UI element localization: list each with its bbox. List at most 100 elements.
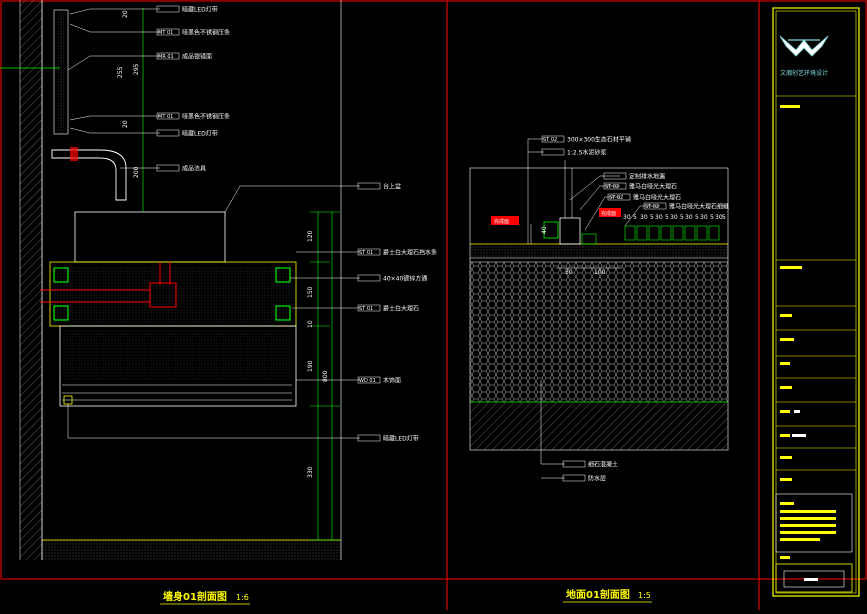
drawing-scale: 1:6 bbox=[236, 593, 249, 602]
drawing-scale: 1:5 bbox=[638, 591, 651, 600]
svg-text:5: 5 bbox=[695, 214, 699, 221]
svg-text:5: 5 bbox=[710, 214, 714, 221]
wall-hatch bbox=[20, 0, 42, 560]
dim-label: 800 bbox=[322, 370, 329, 382]
callout-text: 防水层 bbox=[588, 475, 606, 483]
callout: ST 02 雅马白哑光大理石细缝 bbox=[643, 203, 729, 211]
callout-text: 雅马白哑光大理石 bbox=[633, 194, 681, 202]
svg-text:完成面: 完成面 bbox=[601, 210, 616, 217]
dim-label: 200 bbox=[133, 166, 140, 178]
svg-text:30: 30 bbox=[715, 214, 723, 221]
dim-label: 120 bbox=[307, 230, 314, 242]
callout-text: 300×300生态石材平铺 bbox=[567, 136, 631, 144]
callout: 暗藏LED灯带 bbox=[156, 130, 218, 138]
callout-text: 暗藏LED灯带 bbox=[182, 6, 218, 14]
callout-text: 1:2.5水泥砂浆 bbox=[567, 149, 606, 157]
callout: MT 01 哑黑色不锈钢压条 bbox=[156, 29, 230, 37]
callout-text: 哑黑色不锈钢压条 bbox=[182, 29, 230, 37]
callout: 暗藏LED灯带 bbox=[156, 6, 218, 14]
callout: ST 02 雅马白哑光大理石 bbox=[603, 183, 677, 191]
svg-text:30: 30 bbox=[670, 214, 678, 221]
callout-text: 哑黑色不锈钢压条 bbox=[182, 113, 230, 121]
title-block: 文瀚创艺环境设计 bbox=[772, 7, 860, 597]
svg-text:30: 30 bbox=[655, 214, 663, 221]
callout: WD 01 木饰面 bbox=[357, 377, 401, 385]
callout: ST 01 爵士白大理石 bbox=[357, 305, 419, 313]
svg-text:30: 30 bbox=[700, 214, 708, 221]
callout: 40×40镀锌方通 bbox=[357, 275, 427, 283]
dim-label: 255 bbox=[117, 66, 124, 78]
svg-text:30: 30 bbox=[685, 214, 693, 221]
callout: ST 02 300×300生态石材平铺 bbox=[541, 136, 631, 144]
callout-text: 台上盆 bbox=[383, 183, 401, 191]
callout-text: 40×40镀锌方通 bbox=[383, 275, 427, 283]
floor-callout-list: ST 02 300×300生态石材平铺 1:2.5水泥砂浆 定制排水地漏 ST … bbox=[541, 136, 729, 483]
svg-text:MT 01: MT 01 bbox=[158, 30, 173, 36]
svg-text:5: 5 bbox=[680, 214, 684, 221]
base-layer bbox=[470, 403, 728, 450]
dim-label: 295 bbox=[133, 63, 140, 75]
svg-text:MR 01: MR 01 bbox=[158, 54, 174, 60]
callout-text: 定制排水地漏 bbox=[629, 173, 665, 181]
callout: ST 02 雅马白哑光大理石 bbox=[607, 194, 681, 202]
callout-text: 雅马白哑光大理石 bbox=[629, 183, 677, 191]
svg-text:5: 5 bbox=[633, 214, 637, 221]
svg-text:ST 02: ST 02 bbox=[543, 137, 557, 143]
dim-label: 20 bbox=[122, 10, 129, 18]
callout-text: 爵士白大理石挡水条 bbox=[383, 249, 437, 257]
dim-label: 40 bbox=[541, 226, 548, 234]
wall-callout-list: 暗藏LED灯带 MT 01 哑黑色不锈钢压条 MR 01 成品银镜面 MT 01… bbox=[156, 6, 437, 443]
dim-label: 30 bbox=[623, 214, 631, 221]
dim-label: 190 bbox=[307, 360, 314, 372]
svg-text:ST 01: ST 01 bbox=[359, 306, 373, 312]
callout: 细石混凝土 bbox=[562, 461, 618, 469]
callout-text: 暗藏LED灯带 bbox=[383, 435, 419, 443]
dim-label: 10 bbox=[307, 320, 314, 328]
callout-text: 细石混凝土 bbox=[588, 461, 618, 469]
wood-cabinet bbox=[59, 325, 297, 407]
callout-text: 木饰面 bbox=[383, 377, 401, 385]
svg-text:30: 30 bbox=[640, 214, 648, 221]
svg-text:WD 01: WD 01 bbox=[359, 378, 376, 384]
svg-text:完成面: 完成面 bbox=[494, 218, 509, 225]
svg-text:5: 5 bbox=[650, 214, 654, 221]
callout: MR 01 成品银镜面 bbox=[156, 53, 212, 61]
svg-text:ST 02: ST 02 bbox=[605, 184, 619, 190]
callout: 台上盆 bbox=[357, 183, 401, 191]
dim-label: 20 bbox=[122, 120, 129, 128]
callout-text: 雅马白哑光大理石细缝 bbox=[669, 203, 729, 211]
faucet-outline bbox=[51, 149, 127, 201]
svg-text:ST 01: ST 01 bbox=[359, 250, 373, 256]
callout: ST 01 爵士白大理石挡水条 bbox=[357, 249, 437, 257]
floor-slab bbox=[42, 540, 341, 560]
dim-label: 100 bbox=[594, 269, 606, 276]
svg-text:MT 01: MT 01 bbox=[158, 114, 173, 120]
callout-text: 暗藏LED灯带 bbox=[182, 130, 218, 138]
dim-label: 330 bbox=[307, 466, 314, 478]
svg-text:ST 02: ST 02 bbox=[609, 195, 623, 201]
callout: MT 01 哑黑色不锈钢压条 bbox=[156, 113, 230, 121]
callout: 防水层 bbox=[562, 475, 606, 483]
basin-outline bbox=[74, 211, 226, 263]
gravel-layer bbox=[470, 262, 728, 402]
callout: 1:2.5水泥砂浆 bbox=[541, 149, 606, 157]
callout: 成品洁具 bbox=[156, 165, 206, 173]
callout: 定制排水地漏 bbox=[603, 173, 665, 181]
drain-body bbox=[559, 217, 581, 245]
svg-text:5: 5 bbox=[665, 214, 669, 221]
finish-mark bbox=[491, 216, 519, 225]
callout-text: 成品洁具 bbox=[182, 165, 206, 173]
callout: 暗藏LED灯带 bbox=[357, 435, 419, 443]
drawing-title: 墙身01剖面图 bbox=[163, 590, 227, 603]
svg-text:ST 02: ST 02 bbox=[645, 204, 659, 210]
company-name: 文瀚创艺环境设计 bbox=[780, 69, 828, 77]
dim-label: 5 bbox=[722, 214, 726, 221]
callout-text: 成品银镜面 bbox=[182, 53, 212, 61]
wall-section-drawing: 20 295 255 20 200 120 150 10 190 800 330 bbox=[0, 0, 360, 560]
dim-label: 150 bbox=[307, 286, 314, 298]
company-logo bbox=[779, 35, 829, 57]
drawing-title: 地面01剖面图 bbox=[566, 588, 630, 601]
